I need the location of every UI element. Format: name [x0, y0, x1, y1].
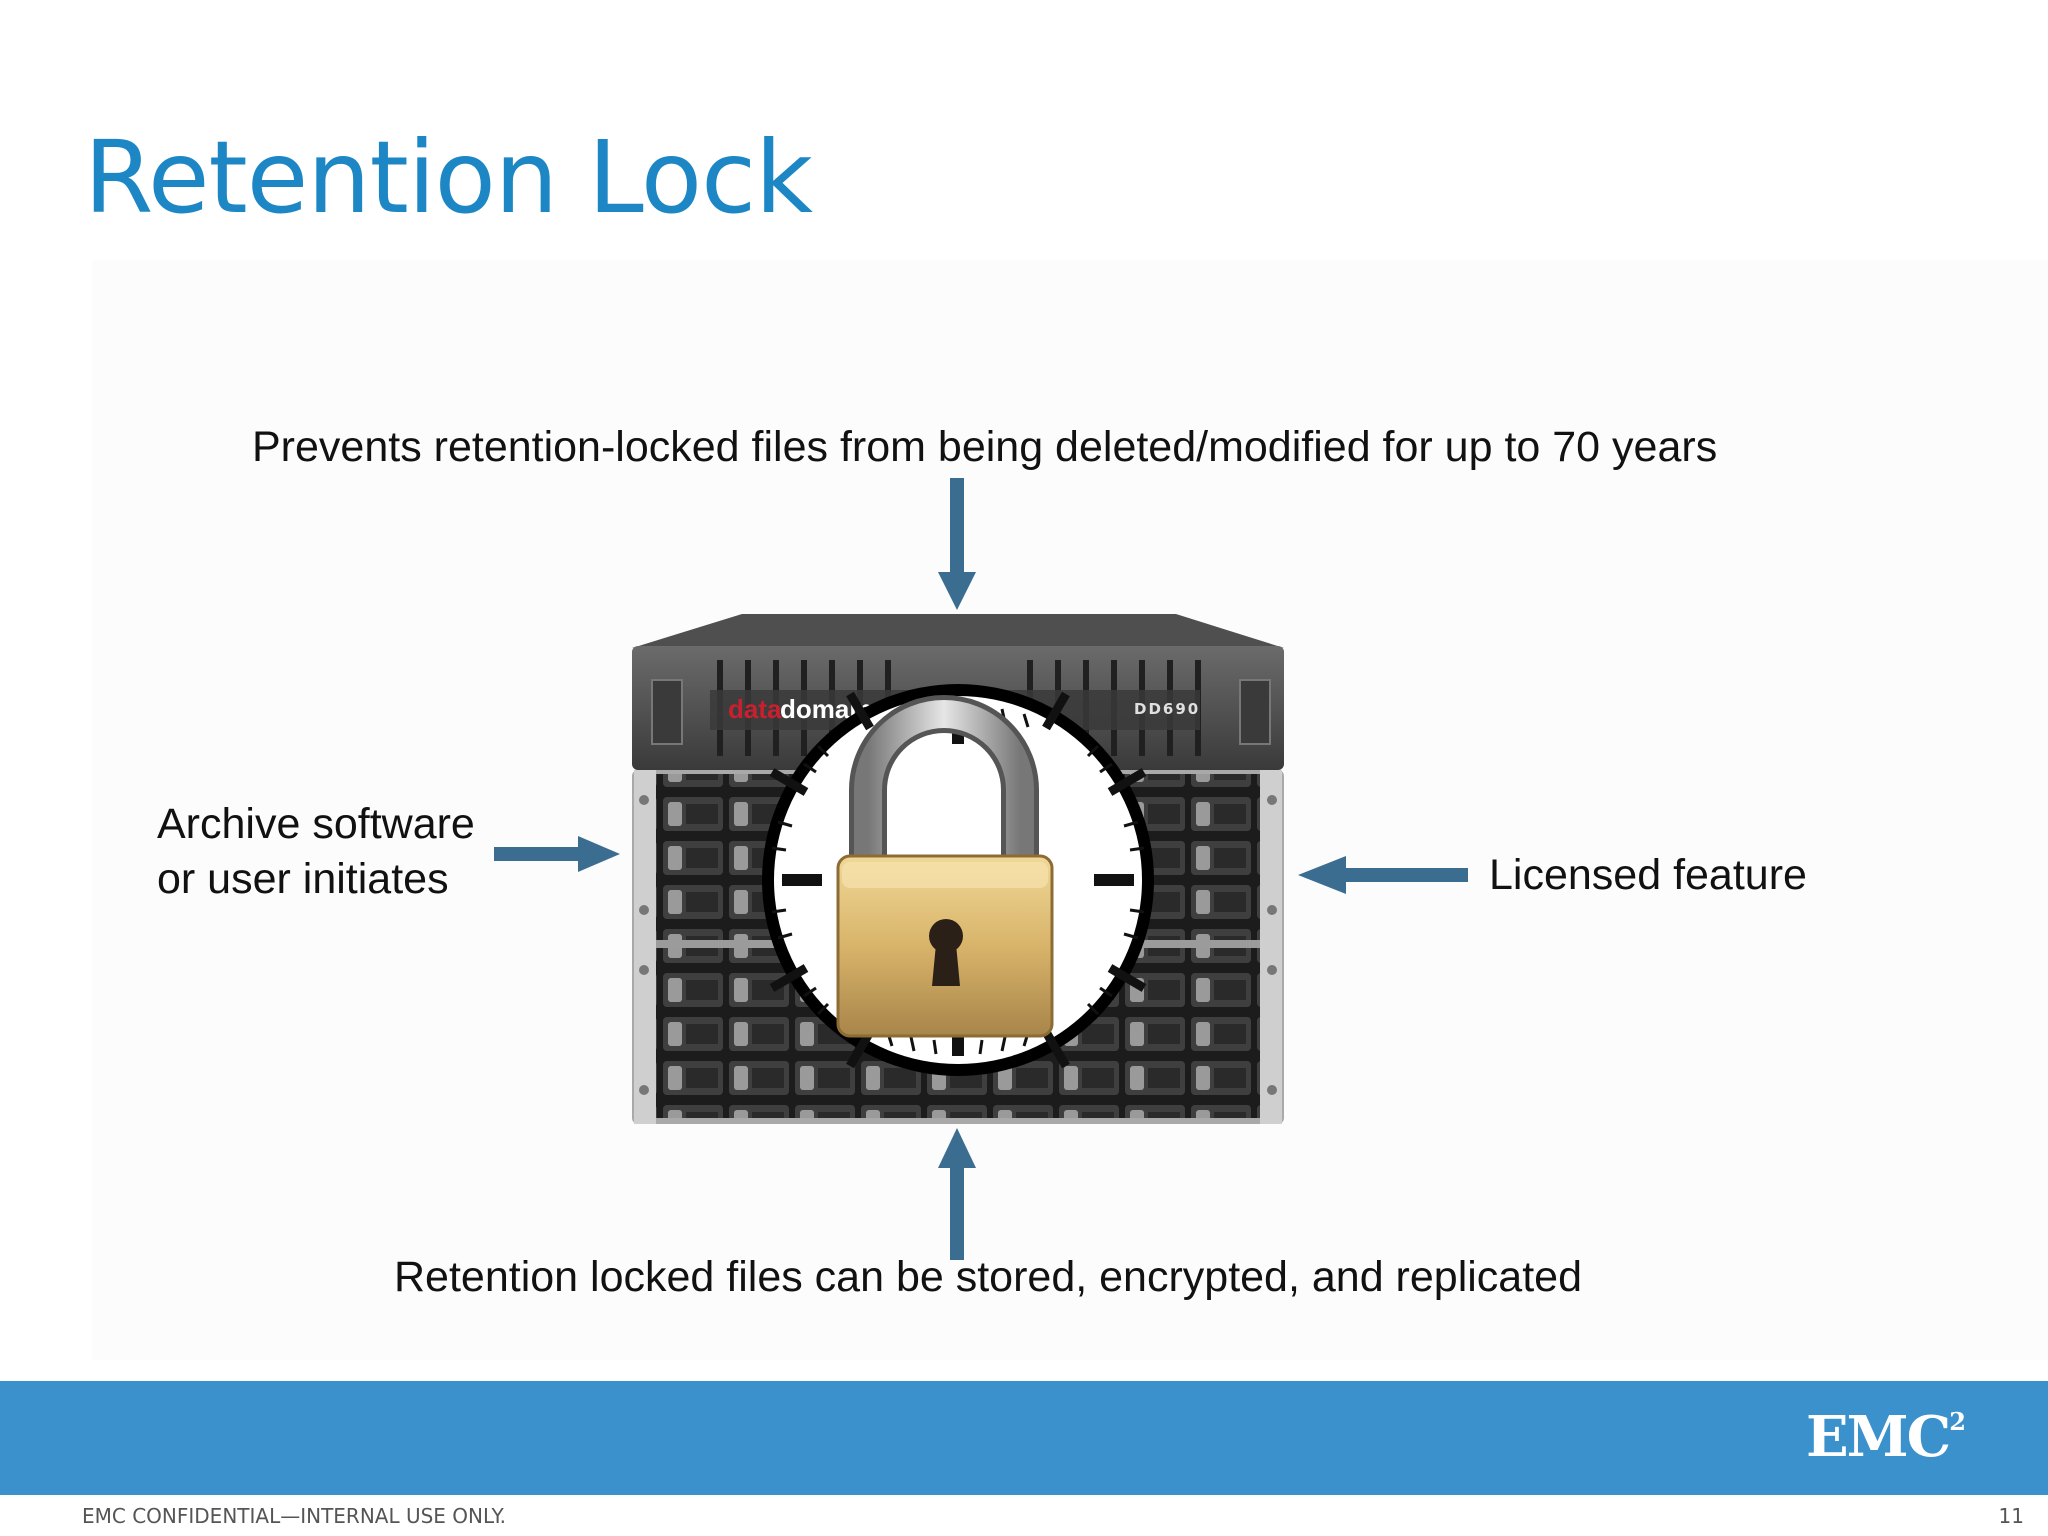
arrow-left-from-right [1298, 856, 1468, 894]
arrow-up-from-bottom [938, 1128, 976, 1260]
left-label-line1: Archive software [157, 800, 475, 848]
left-label-line2: or user initiates [157, 855, 449, 903]
brand-data-text: data [728, 694, 782, 724]
slide-title: Retention Lock [84, 119, 813, 236]
padlock-icon [836, 695, 1054, 1038]
footer-band [0, 1381, 2048, 1495]
emc-logo: EMC2 [1806, 1404, 1966, 1470]
confidential-notice: EMC CONFIDENTIAL—INTERNAL USE ONLY. [82, 1504, 507, 1528]
emc-logo-superscript: 2 [1949, 1407, 1966, 1437]
emc-logo-text: EMC [1806, 1404, 1951, 1470]
arrow-down-from-top [938, 478, 976, 610]
left-label: Archive software or user initiates [157, 797, 475, 907]
right-label: Licensed feature [1489, 851, 1807, 899]
top-label: Prevents retention-locked files from bei… [252, 423, 1718, 471]
bottom-label: Retention locked files can be stored, en… [394, 1253, 1583, 1301]
page-number: 11 [1998, 1504, 2024, 1528]
model-label: DD690 [1134, 700, 1200, 718]
arrow-right-from-left [494, 836, 620, 872]
